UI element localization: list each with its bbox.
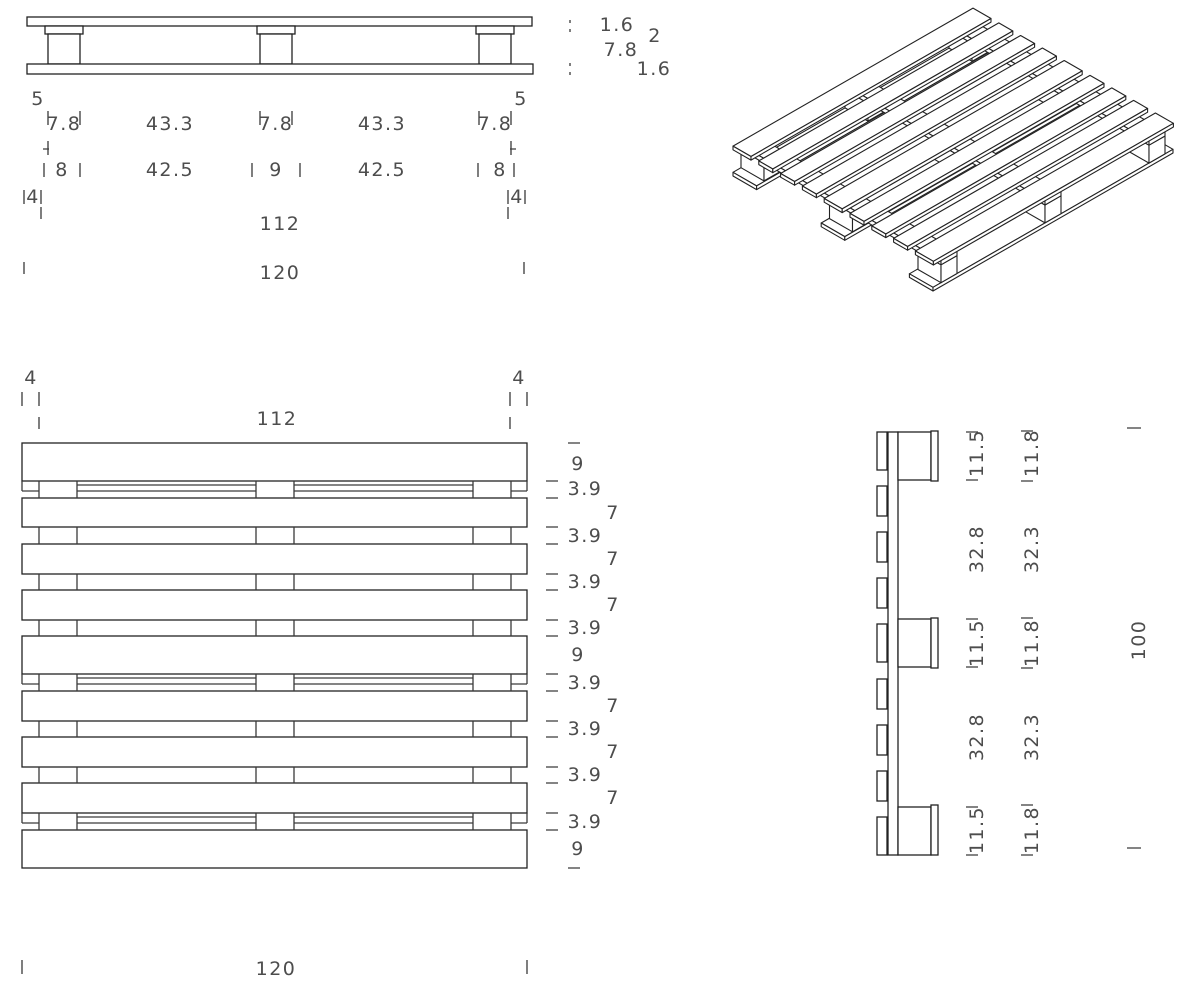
- dim-label-thickness: 2: [648, 25, 662, 47]
- dim-label-offset: 4: [26, 186, 40, 208]
- side-section-drawing: [876, 427, 1141, 856]
- dim-label-thickness: 7.8: [603, 39, 639, 61]
- dim-label: 7.8: [258, 113, 294, 135]
- dim-label: 7.8: [46, 113, 82, 135]
- dim-label: 42.5: [145, 159, 195, 181]
- dim-label: 7: [606, 695, 620, 717]
- dim-label-offset: 4: [24, 367, 38, 389]
- dim-label: 7: [606, 594, 620, 616]
- dim-label: 3.9: [567, 617, 603, 639]
- dim-label: 9: [571, 838, 585, 860]
- dim-label: 3.9: [567, 571, 603, 593]
- dim-label: 32.8: [966, 712, 988, 762]
- dim-label-overall: 100: [1128, 619, 1150, 661]
- dim-label: 11.8: [1021, 618, 1043, 668]
- dim-label: 11.5: [966, 428, 988, 478]
- dim-label: 9: [269, 159, 283, 181]
- dim-label-offset: 4: [510, 186, 524, 208]
- dim-label: 32.3: [1021, 712, 1043, 762]
- dim-label: 3.9: [567, 478, 603, 500]
- dim-label: 43.3: [145, 113, 195, 135]
- dim-label: 3.9: [567, 811, 603, 833]
- dim-label: 7: [606, 741, 620, 763]
- dim-label: 11.8: [1021, 428, 1043, 478]
- dim-label-thickness: 1.6: [599, 14, 635, 36]
- dim-label: 7: [606, 548, 620, 570]
- dim-label: 7: [606, 787, 620, 809]
- dim-label: 3.9: [567, 672, 603, 694]
- dim-label-offset: 4: [512, 367, 526, 389]
- dim-label: 3.9: [567, 525, 603, 547]
- dim-label: 11.8: [1021, 805, 1043, 855]
- dim-label-span-total: 120: [255, 958, 297, 980]
- dim-label: 11.5: [966, 618, 988, 668]
- dim-label: 32.8: [966, 524, 988, 574]
- dim-label: 9: [571, 644, 585, 666]
- dim-label: 7: [606, 502, 620, 524]
- dim-label-span-inner: 112: [256, 408, 298, 430]
- dim-label: 43.3: [357, 113, 407, 135]
- dim-label: 8: [493, 159, 507, 181]
- plan-view-drawing: [21, 392, 580, 974]
- dim-label-edge-right: 5: [514, 88, 528, 110]
- dim-label: 7.8: [477, 113, 513, 135]
- dim-label-thickness: 1.6: [636, 58, 672, 80]
- dim-label-span-inner: 112: [259, 213, 301, 235]
- dim-label: 3.9: [567, 764, 603, 786]
- dim-label: 11.5: [966, 805, 988, 855]
- dim-label: 32.3: [1021, 524, 1043, 574]
- dim-label: 3.9: [567, 718, 603, 740]
- dim-label-edge-left: 5: [31, 88, 45, 110]
- dim-label-span-total: 120: [259, 262, 301, 284]
- dim-label: 9: [571, 453, 585, 475]
- front-elevation-drawing: [23, 16, 571, 274]
- dim-label: 8: [55, 159, 69, 181]
- dim-label: 42.5: [357, 159, 407, 181]
